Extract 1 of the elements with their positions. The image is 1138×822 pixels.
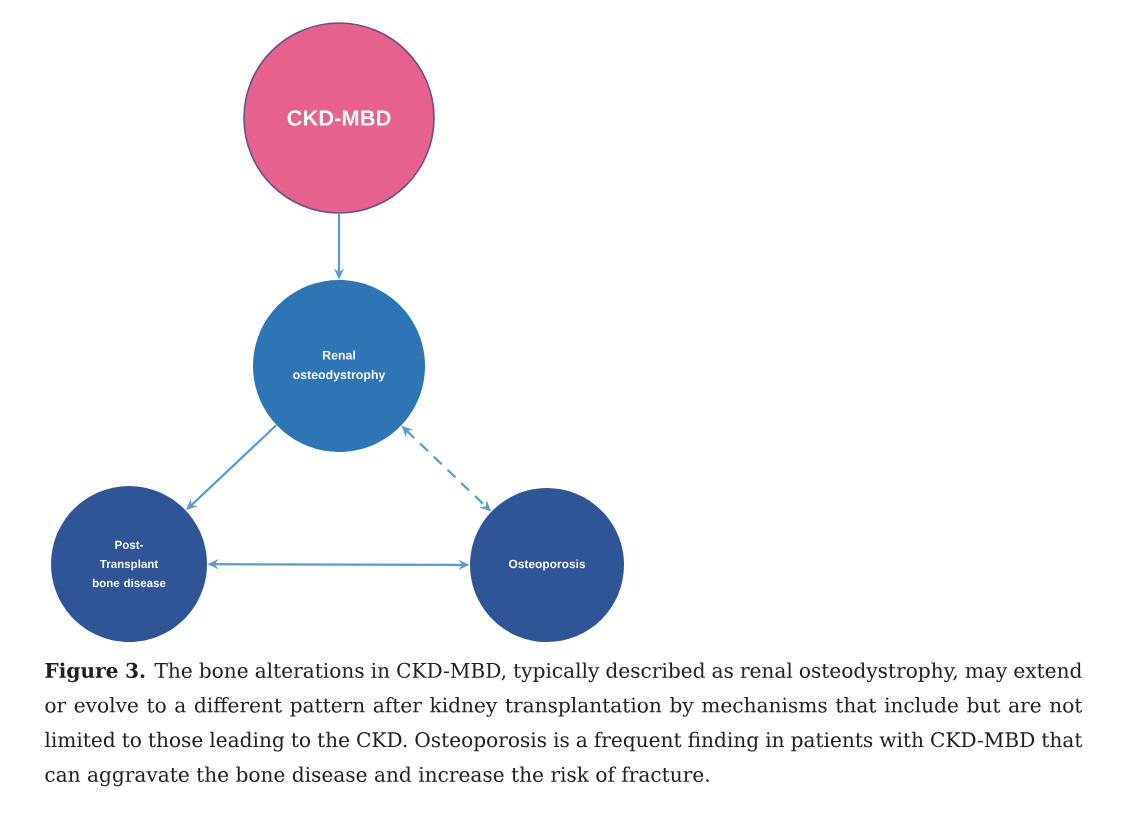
figure-caption: Figure 3. The bone alterations in CKD-MBD, typically described as renal osteodystrophy, may extend or evolve to a different pattern after kidney transplantation by mechanisms that include but are not limited to those leading to the CKD. Osteoporosis is a frequent finding in patients with CKD-MBD that can aggravate the bone disease and increase the risk of fracture. xyxy=(45,662,1083,787)
